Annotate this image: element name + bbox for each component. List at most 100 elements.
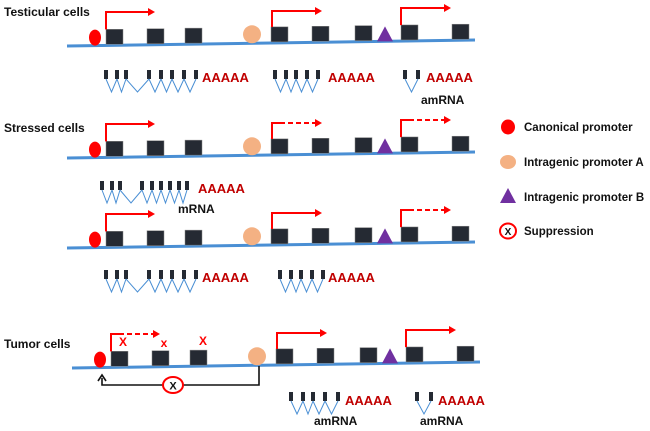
exon [456, 345, 475, 362]
exon [147, 70, 151, 79]
exon [294, 70, 298, 79]
exon [150, 181, 154, 190]
transcription-arrow [400, 209, 409, 228]
exon [400, 136, 419, 153]
intron-splice [183, 278, 197, 294]
intron-splice [302, 400, 314, 416]
exon [311, 228, 330, 244]
mrna-transcript [415, 392, 433, 416]
intron-splice [111, 189, 121, 205]
intron-splice [151, 189, 162, 205]
exon [194, 270, 198, 279]
polya-tail: AAAAA [438, 393, 486, 408]
exon [270, 26, 289, 43]
intron-splice [105, 78, 118, 94]
gene-row [66, 206, 476, 250]
mrna-transcript [100, 181, 189, 205]
intragenic-promoter-b-icon [377, 228, 393, 244]
exon [184, 27, 203, 44]
mrna-label: mRNA [178, 202, 215, 216]
canonical-promoter-icon [89, 141, 101, 158]
amrna-label: amRNA [420, 414, 464, 428]
intron-splice [169, 189, 180, 205]
exon [400, 226, 419, 243]
exon [140, 181, 144, 190]
arrowhead-icon [315, 119, 322, 127]
transcription-arrow [271, 122, 280, 139]
suppressed-exon-mark: X [119, 335, 127, 349]
intron-splice [116, 78, 127, 94]
polya-tail: AAAAA [202, 270, 250, 285]
transcription-arrow [400, 7, 445, 26]
exon [323, 392, 327, 401]
legend-label: Canonical promoter [524, 122, 633, 134]
exon [115, 70, 119, 79]
exon [451, 225, 470, 242]
intragenic-promoter-b-icon [377, 26, 393, 42]
arrowhead-icon [148, 120, 155, 128]
intron-splice [290, 400, 304, 416]
exon [124, 270, 128, 279]
intron-splice [171, 278, 185, 294]
mrna-transcript [289, 392, 340, 416]
mrna-transcript [104, 270, 198, 294]
exon [451, 135, 470, 152]
legend: Canonical promoter Intragenic promoter A… [499, 119, 644, 240]
exon [451, 23, 470, 40]
exon [170, 270, 174, 279]
intron-splice [306, 78, 319, 94]
exon [278, 270, 282, 279]
intron-splice [171, 78, 185, 94]
intragenic-promoter-a-icon [243, 227, 261, 246]
exon [146, 140, 165, 156]
exon [146, 230, 165, 246]
exon [182, 270, 186, 279]
intragenic-promoter-a-icon [243, 25, 261, 44]
arrowhead-icon [148, 210, 155, 218]
exon [403, 70, 407, 79]
legend-label: Intragenic promoter B [524, 192, 644, 204]
arrowhead-icon [444, 4, 451, 12]
exon [354, 25, 373, 41]
intron-splice [279, 278, 292, 294]
exon [289, 270, 293, 279]
legend-label: Suppression [524, 226, 594, 238]
suppression-feedback: X [97, 366, 260, 394]
exon [182, 70, 186, 79]
gene-row [66, 4, 476, 48]
exon [270, 138, 289, 155]
intron-splice [125, 78, 150, 93]
intron-splice [285, 78, 297, 94]
polya-tail: AAAAA [328, 70, 376, 85]
exon [184, 139, 203, 156]
exon [105, 231, 124, 247]
intron-splice [116, 278, 127, 294]
intron-splice [141, 189, 153, 205]
canonical-promoter-icon [89, 29, 101, 46]
exon [147, 270, 151, 279]
intragenic-promoter-a-icon [248, 347, 266, 366]
exon [359, 347, 378, 363]
exon [100, 181, 104, 190]
polya-tail: AAAAA [426, 70, 474, 85]
exon [301, 392, 305, 401]
exon [316, 70, 320, 79]
polya-tail: AAAAA [202, 70, 250, 85]
suppression-icon [499, 222, 517, 240]
suppression-mark: X [505, 227, 512, 238]
exon [270, 228, 289, 245]
intragenic-promoter-a-icon [243, 137, 261, 156]
intron-splice [160, 78, 173, 94]
exon [159, 270, 163, 279]
intron-splice [119, 189, 143, 204]
exon [311, 138, 330, 154]
exon [321, 270, 325, 279]
exon [354, 227, 373, 243]
intragenic-promoter-a-icon [500, 155, 516, 169]
exon [310, 270, 314, 279]
arrowhead-icon [320, 329, 327, 337]
arrowhead-icon [315, 209, 322, 217]
legend-label: Intragenic promoter A [524, 157, 644, 169]
transcription-arrow [405, 329, 450, 348]
